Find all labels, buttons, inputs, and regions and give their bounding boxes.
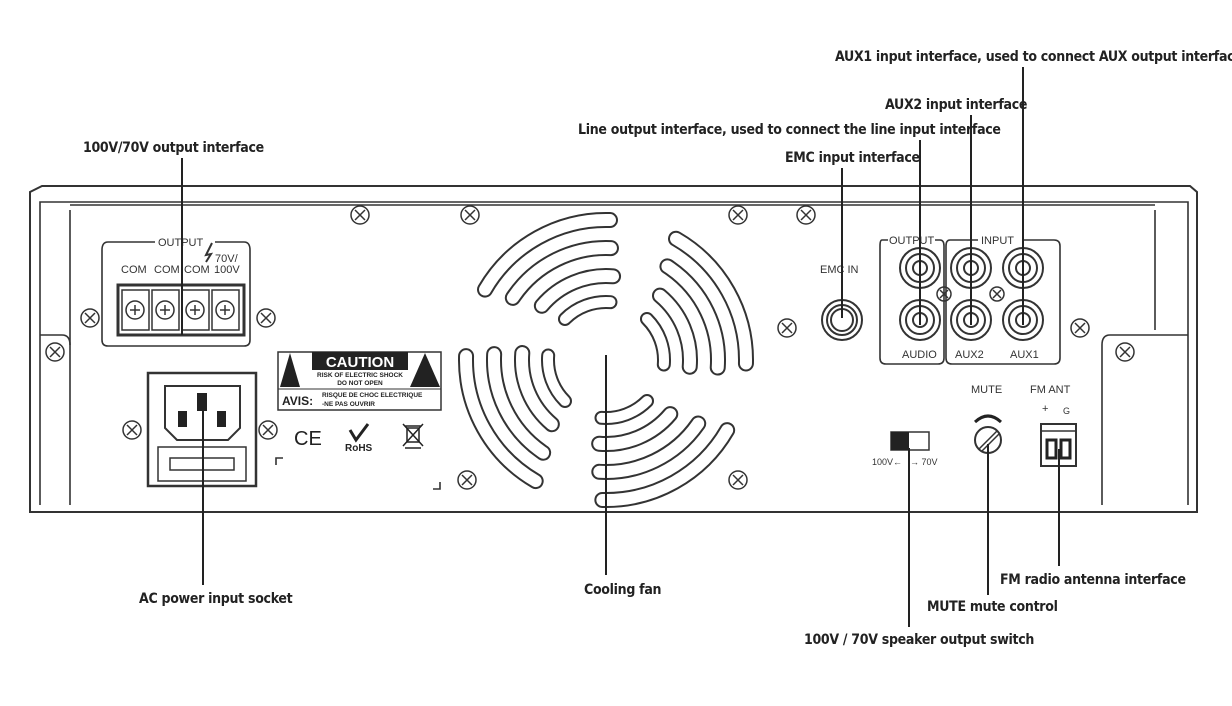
avis-line: RISQUE DE CHOC ELECTRIQUE xyxy=(322,392,423,399)
speaker-voltage-switch[interactable]: 100V← → 70V xyxy=(872,431,938,467)
screw-icon xyxy=(728,205,748,225)
aux2-label: AUX2 xyxy=(955,349,984,361)
callout-100v70v-output: 100V/70V output interface xyxy=(83,140,264,156)
rca-input-group-label: INPUT xyxy=(981,235,1014,247)
screw-icon xyxy=(460,205,480,225)
callout-cooling-fan: Cooling fan xyxy=(584,582,661,598)
terminal-label: COM xyxy=(154,264,180,276)
lightning-icon xyxy=(204,242,214,263)
screw-icon xyxy=(796,205,816,225)
emc-in-jack[interactable] xyxy=(821,299,863,341)
callout-aux1: AUX1 input interface, used to connect AU… xyxy=(835,49,1232,65)
screw-icon xyxy=(256,308,276,328)
terminal-label: 100V xyxy=(214,264,240,276)
callout-ac-power: AC power input socket xyxy=(139,591,293,607)
caution-label: CAUTION RISK OF ELECTRIC SHOCK DO NOT OP… xyxy=(277,351,442,411)
callout-speaker-switch: 100V / 70V speaker output switch xyxy=(804,632,1034,648)
cooling-fan-grille xyxy=(458,212,754,508)
screw-icon xyxy=(989,286,1005,302)
screw-icon xyxy=(457,470,477,490)
screw-icon xyxy=(350,205,370,225)
emc-in-label: EMC IN xyxy=(820,264,859,276)
rohs-mark: RoHS xyxy=(345,443,373,454)
screw-icon xyxy=(122,420,142,440)
weee-bin-icon xyxy=(402,423,424,449)
ce-mark: CE xyxy=(294,428,322,450)
fm-ant-label: FM ANT xyxy=(1030,384,1071,396)
screw-icon xyxy=(80,308,100,328)
electric-shock-warning-icon xyxy=(280,353,300,387)
screw-icon xyxy=(1070,318,1090,338)
screw-icon xyxy=(1115,342,1135,362)
switch-100v-label: 100V← xyxy=(872,457,902,467)
caution-title: CAUTION xyxy=(326,354,394,371)
callout-mute: MUTE mute control xyxy=(927,599,1058,615)
rohs-check-icon xyxy=(348,423,370,443)
output-group-label: OUTPUT xyxy=(158,237,204,249)
screw-icon xyxy=(45,342,65,362)
fm-plus-label: + xyxy=(1042,403,1048,415)
callout-emc: EMC input interface xyxy=(785,150,920,166)
terminal-label: COM xyxy=(184,264,210,276)
terminal-label: COM xyxy=(121,264,147,276)
rotation-arc-icon xyxy=(973,414,1003,424)
fm-ground-label: G xyxy=(1063,406,1070,416)
audio-label: AUDIO xyxy=(902,349,937,361)
chassis xyxy=(29,185,1198,513)
screw-icon xyxy=(777,318,797,338)
screw-icon xyxy=(728,470,748,490)
callout-line-output: Line output interface, used to connect t… xyxy=(578,122,1001,138)
screws xyxy=(45,205,1135,490)
rca-jack-panel: OUTPUT INPUT AUDIO AUX2 AUX1 xyxy=(879,235,1061,365)
corner-marks xyxy=(275,457,441,490)
leader-lines xyxy=(181,67,1060,627)
speaker-output-terminals[interactable]: OUTPUT COM COM COM 70V/ 100V xyxy=(101,237,251,347)
callout-aux2: AUX2 input interface xyxy=(885,97,1027,113)
avis-label: AVIS: xyxy=(282,394,313,408)
screw-icon xyxy=(258,420,278,440)
terminal-label: 70V/ xyxy=(215,253,239,265)
exclamation-warning-icon xyxy=(410,353,440,387)
avis-line: -NE PAS OUVRIR xyxy=(322,401,375,408)
aux1-label: AUX1 xyxy=(1010,349,1039,361)
caution-line: DO NOT OPEN xyxy=(337,380,383,387)
switch-70v-label: → 70V xyxy=(910,457,938,467)
caution-line: RISK OF ELECTRIC SHOCK xyxy=(317,372,403,379)
rca-output-group-label: OUTPUT xyxy=(889,235,935,247)
callout-fm-antenna: FM radio antenna interface xyxy=(1000,572,1186,588)
mute-label: MUTE xyxy=(971,384,1002,396)
